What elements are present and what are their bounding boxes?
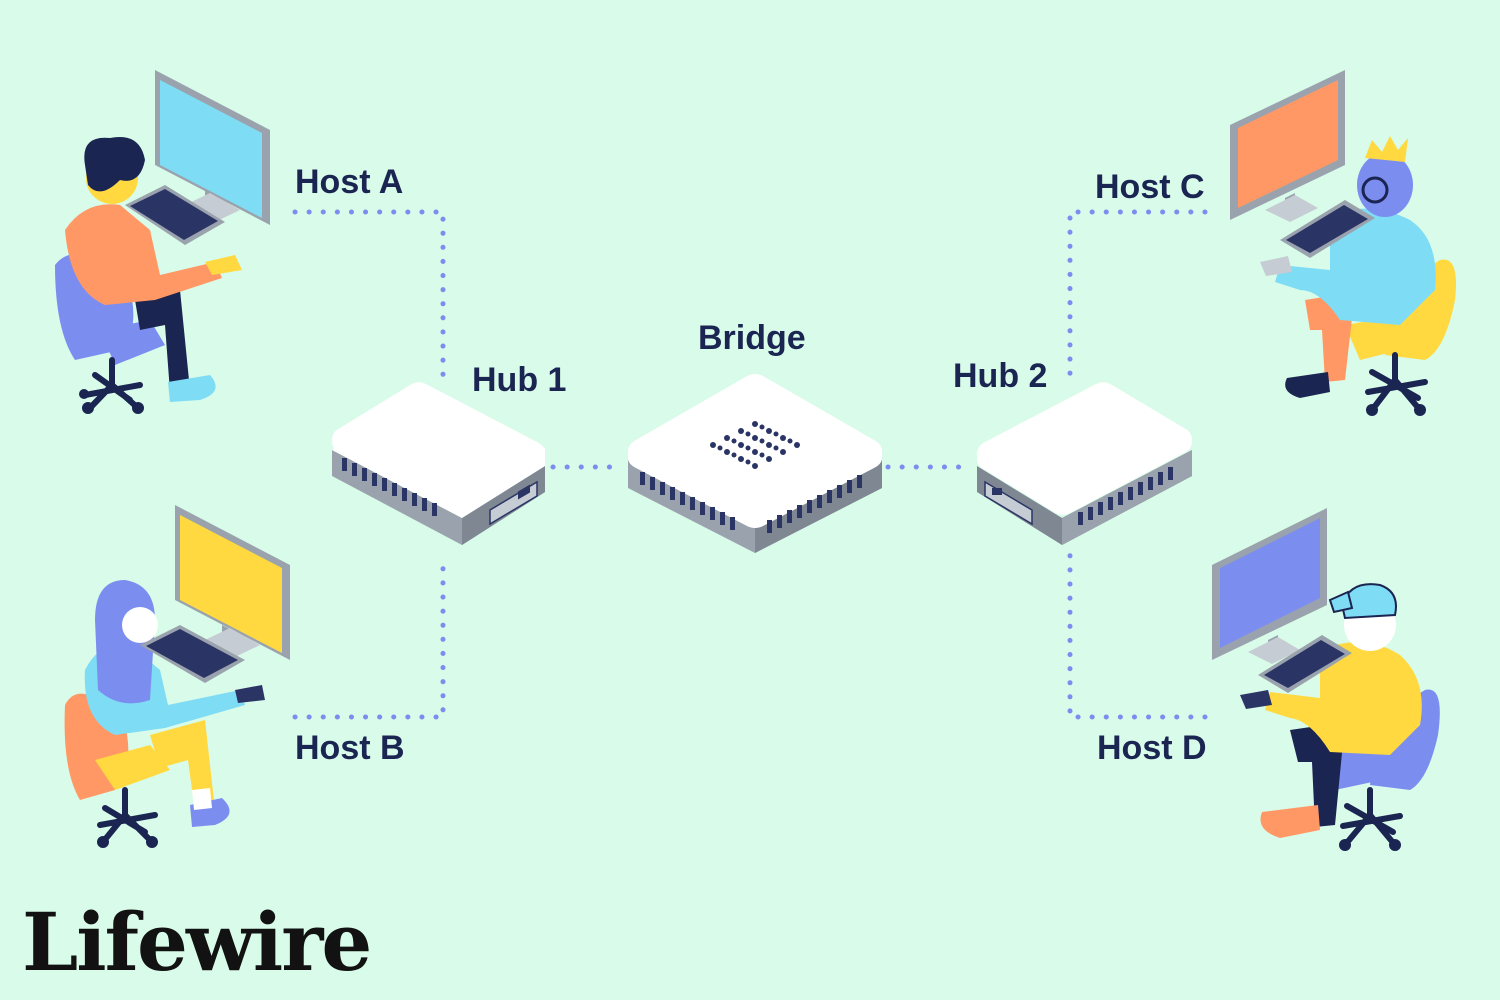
host-b-label: Host B xyxy=(295,729,405,767)
host-c-label: Host C xyxy=(1095,168,1205,206)
hub2-icon xyxy=(977,382,1192,545)
host-d-icon xyxy=(1212,508,1440,851)
link-host-a-hub1 xyxy=(292,209,446,378)
hub2-label: Hub 2 xyxy=(953,357,1048,395)
link-hub2-host-d xyxy=(1067,552,1208,720)
host-b-icon xyxy=(64,505,290,848)
host-d-label: Host D xyxy=(1097,729,1207,767)
link-host-b-hub1 xyxy=(292,552,446,720)
host-a-icon xyxy=(55,70,270,414)
host-c-icon xyxy=(1230,70,1456,416)
link-hub2-host-c xyxy=(1067,209,1208,378)
hub1-label: Hub 1 xyxy=(472,361,567,399)
lifewire-logo: Lifewire xyxy=(22,895,372,989)
bridge-icon xyxy=(628,374,882,553)
bridge-label: Bridge xyxy=(698,319,806,357)
bridge-dot-grid xyxy=(710,421,800,469)
host-a-label: Host A xyxy=(295,163,404,201)
hub1-icon xyxy=(332,382,545,545)
